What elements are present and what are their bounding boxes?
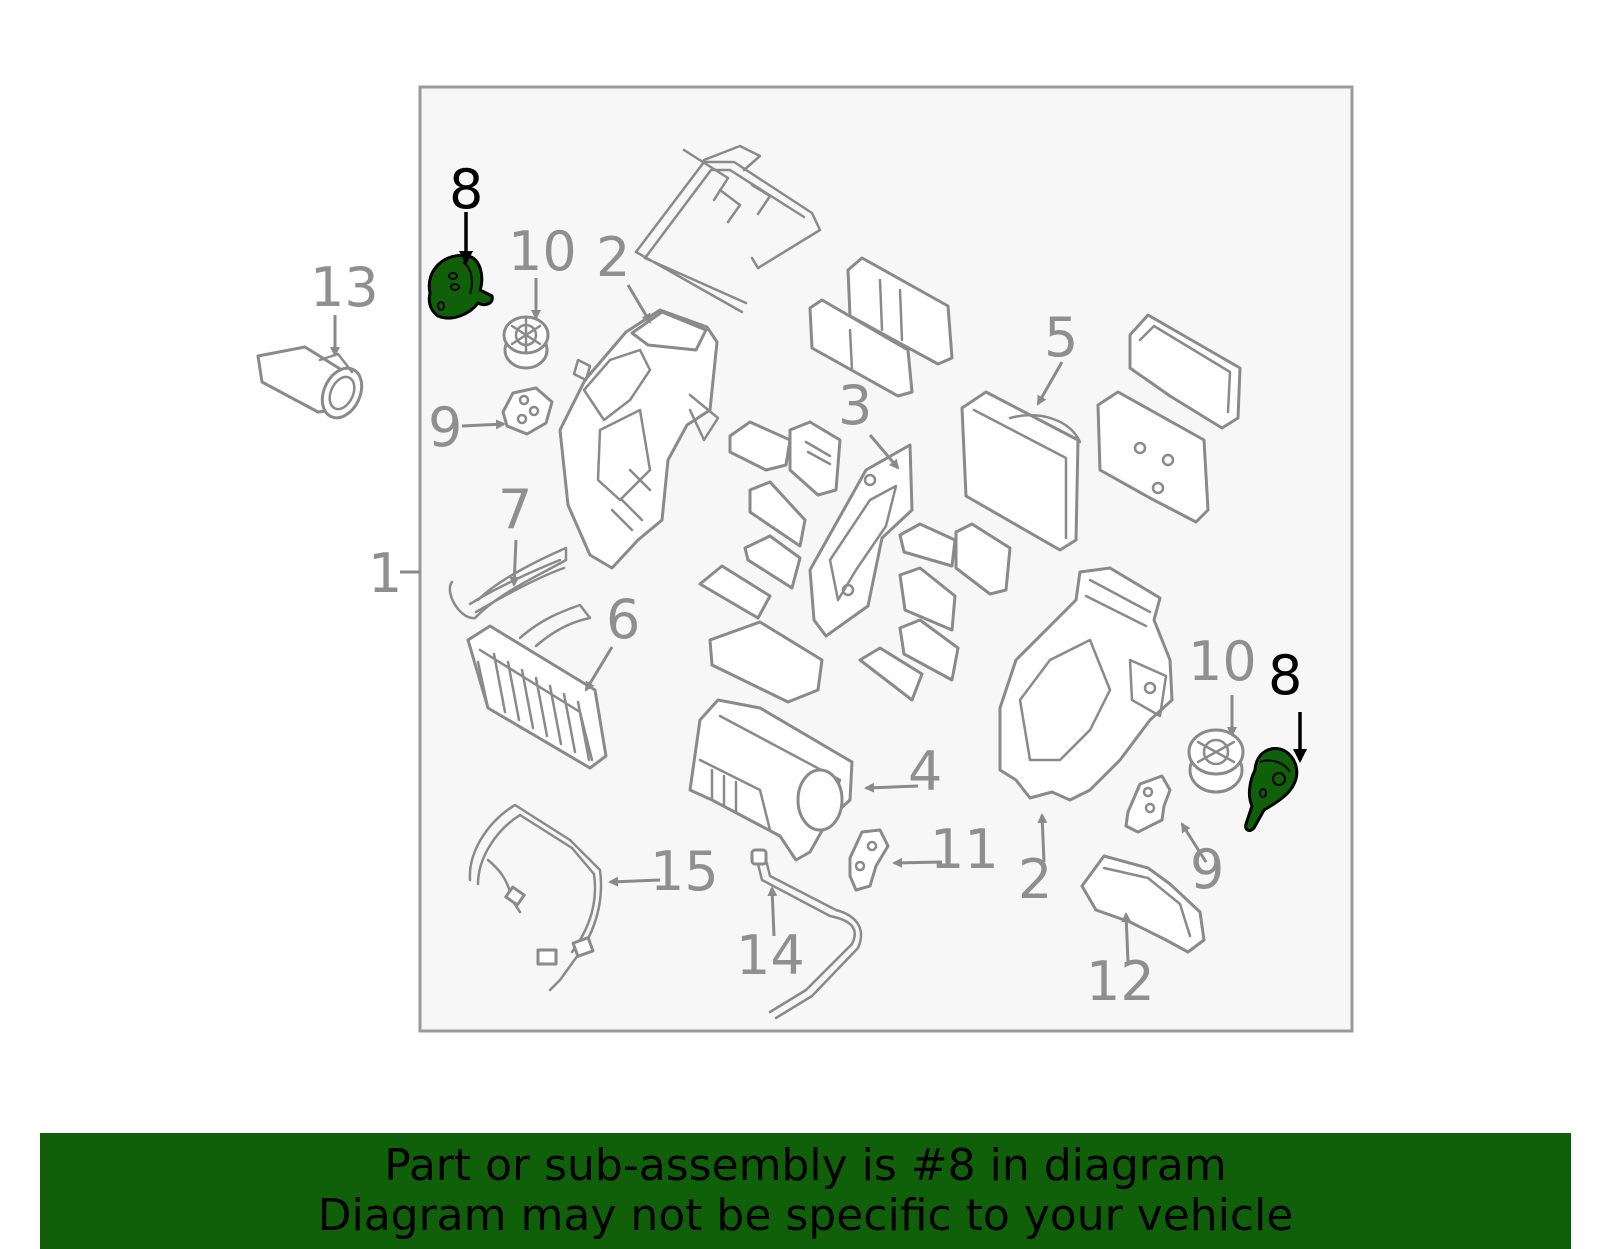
- callout-8-bottom: 8: [1268, 644, 1302, 707]
- banner-line-1: Part or sub-assembly is #8 in diagram: [384, 1140, 1227, 1191]
- leader-11: [892, 857, 943, 868]
- part-15-harness: [468, 803, 603, 992]
- small-doors-column: [698, 420, 842, 704]
- assembly-frame: [418, 85, 1354, 1033]
- leader-9-top: [461, 419, 506, 430]
- callout-3: 3: [838, 374, 872, 437]
- info-banner: Part or sub-assembly is #8 in diagram Di…: [40, 1133, 1571, 1249]
- callout-6: 6: [606, 588, 640, 651]
- cover-plates-right: [1096, 313, 1242, 524]
- part-9-actuator-bottom: [1124, 774, 1172, 834]
- leader-5: [1036, 361, 1064, 406]
- part-2-housing-right: [998, 566, 1174, 802]
- part-5-evaporator: [960, 390, 1082, 552]
- leader-15: [608, 876, 661, 887]
- part-8-highlight-bottom: [1244, 746, 1299, 833]
- filter-doors-top: [808, 256, 954, 398]
- callout-4: 4: [908, 740, 942, 803]
- callout-2-top: 2: [596, 226, 630, 289]
- callout-10-bottom: 10: [1188, 630, 1257, 693]
- part-11-actuator: [848, 828, 890, 892]
- callout-7: 7: [498, 478, 532, 541]
- leader-12: [1121, 912, 1132, 963]
- callout-14: 14: [736, 924, 805, 987]
- banner-line-2: Diagram may not be specific to your vehi…: [317, 1190, 1294, 1241]
- leader-4: [864, 782, 919, 793]
- callout-9-top: 9: [428, 396, 462, 459]
- part-8-highlight-top: [427, 253, 494, 320]
- callout-11: 11: [930, 818, 999, 881]
- part-13-duct: [256, 345, 364, 420]
- small-doors-middle: [858, 522, 1012, 702]
- part-14-hose: [750, 848, 863, 1020]
- part-3-door-plate: [808, 443, 914, 638]
- part-6-heater-core: [466, 603, 608, 770]
- callout-13: 13: [310, 256, 379, 319]
- callout-10-top: 10: [508, 220, 577, 283]
- pipe-assembly-top: [634, 144, 822, 314]
- callout-8-top: 8: [449, 158, 483, 221]
- part-10-blower-bottom: [1187, 728, 1245, 794]
- leader-14: [767, 886, 778, 937]
- callout-2-bottom: 2: [1018, 848, 1052, 911]
- callout-9-bottom: 9: [1190, 838, 1224, 901]
- leader-3: [868, 434, 900, 470]
- leader-7: [509, 539, 520, 587]
- leader-6: [584, 646, 614, 692]
- leader-2-top: [626, 284, 652, 324]
- callout-5: 5: [1044, 306, 1078, 369]
- part-12-duct: [1080, 854, 1206, 954]
- callout-15: 15: [650, 840, 719, 903]
- leader-2-bottom: [1037, 813, 1048, 863]
- callout-1: 1: [368, 542, 402, 605]
- part-9-actuator-top: [501, 386, 554, 436]
- leader-9-bottom: [1180, 822, 1208, 863]
- part-10-blower-top: [502, 315, 550, 370]
- part-4-lower-case: [688, 698, 854, 862]
- callout-12: 12: [1086, 950, 1155, 1013]
